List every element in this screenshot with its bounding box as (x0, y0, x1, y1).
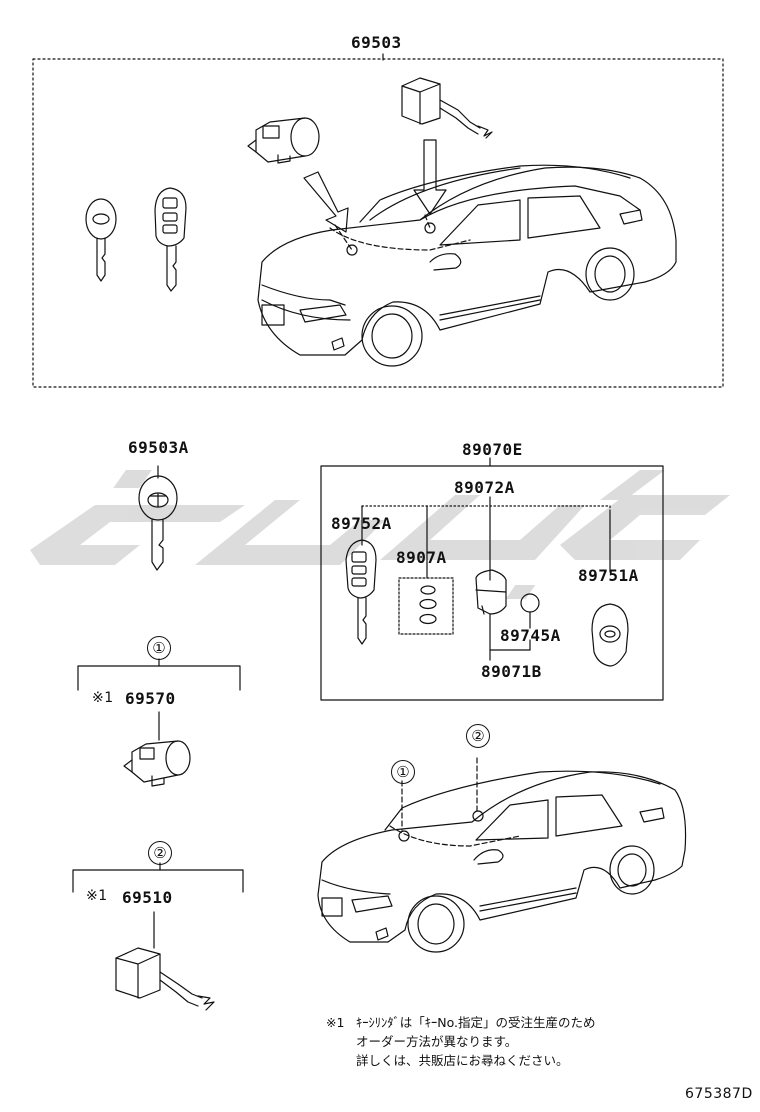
door-lock-cylinder-icon (247, 117, 320, 164)
assembly-frame-69503 (32, 58, 724, 388)
key-fob-icon (591, 603, 629, 667)
car-callout-1: ① (391, 760, 415, 784)
reference-mark: ※1 (92, 690, 114, 706)
car-callout-2: ② (466, 724, 490, 748)
part-number-8907a[interactable]: 8907A (396, 548, 447, 567)
master-key-icon (138, 465, 178, 571)
transmitter-set-frame (320, 465, 664, 701)
diagram-code: 675387D (685, 1086, 753, 1102)
transmitter-housing-icon (475, 569, 507, 615)
part-number-89752a[interactable]: 89752A (331, 514, 392, 533)
part-number-89070e[interactable]: 89070E (462, 440, 523, 459)
car-illustration-top (257, 164, 677, 367)
callout-1: ① (147, 636, 171, 660)
part-number-89751a[interactable]: 89751A (578, 566, 639, 585)
rubber-button-icon (419, 585, 437, 625)
ignition-cylinder-icon (401, 77, 493, 139)
footnote-line-3: 詳しくは、共販店にお尋ねください。 (356, 1053, 569, 1068)
key-icon (85, 198, 117, 282)
part-number-69570[interactable]: 69570 (125, 689, 176, 708)
footnote-line-2: オーダー方法が異なります。 (356, 1034, 518, 1049)
transmitter-key-icon (345, 539, 377, 645)
battery-icon (520, 593, 540, 613)
callout-2: ② (148, 841, 172, 865)
footnote-line-1: ｷｰｼﾘﾝﾀﾞは「ｷｰNo.指定」の受注生産のため (356, 1015, 596, 1030)
part-number-69510[interactable]: 69510 (122, 888, 173, 907)
part-number-89745a[interactable]: 89745A (500, 626, 561, 645)
remote-key-icon (154, 187, 187, 292)
car-illustration-bottom (317, 757, 687, 953)
part-number-69503a[interactable]: 69503A (128, 438, 189, 457)
button-pad-box (398, 577, 454, 635)
part-number-89071b[interactable]: 89071B (481, 662, 542, 681)
part-number-69503[interactable]: 69503 (351, 33, 402, 52)
door-lock-cylinder-icon (123, 711, 191, 787)
ignition-cylinder-icon (115, 911, 215, 1011)
footnote-mark: ※1 (326, 1015, 345, 1030)
reference-mark: ※1 (86, 888, 108, 904)
part-number-89072a[interactable]: 89072A (454, 478, 515, 497)
